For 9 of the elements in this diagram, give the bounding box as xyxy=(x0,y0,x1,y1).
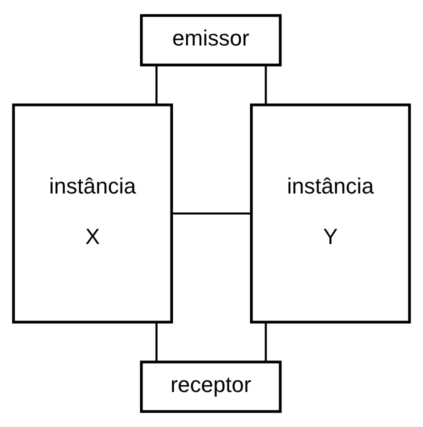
node-box: instância Y xyxy=(250,104,411,324)
connector xyxy=(264,65,267,105)
node-box: instância X xyxy=(12,104,173,324)
node-box: emissor xyxy=(140,14,282,66)
connector xyxy=(155,322,158,362)
connector xyxy=(172,212,252,215)
connector xyxy=(264,322,267,362)
node-box: receptor xyxy=(140,360,282,413)
connector xyxy=(155,65,158,105)
